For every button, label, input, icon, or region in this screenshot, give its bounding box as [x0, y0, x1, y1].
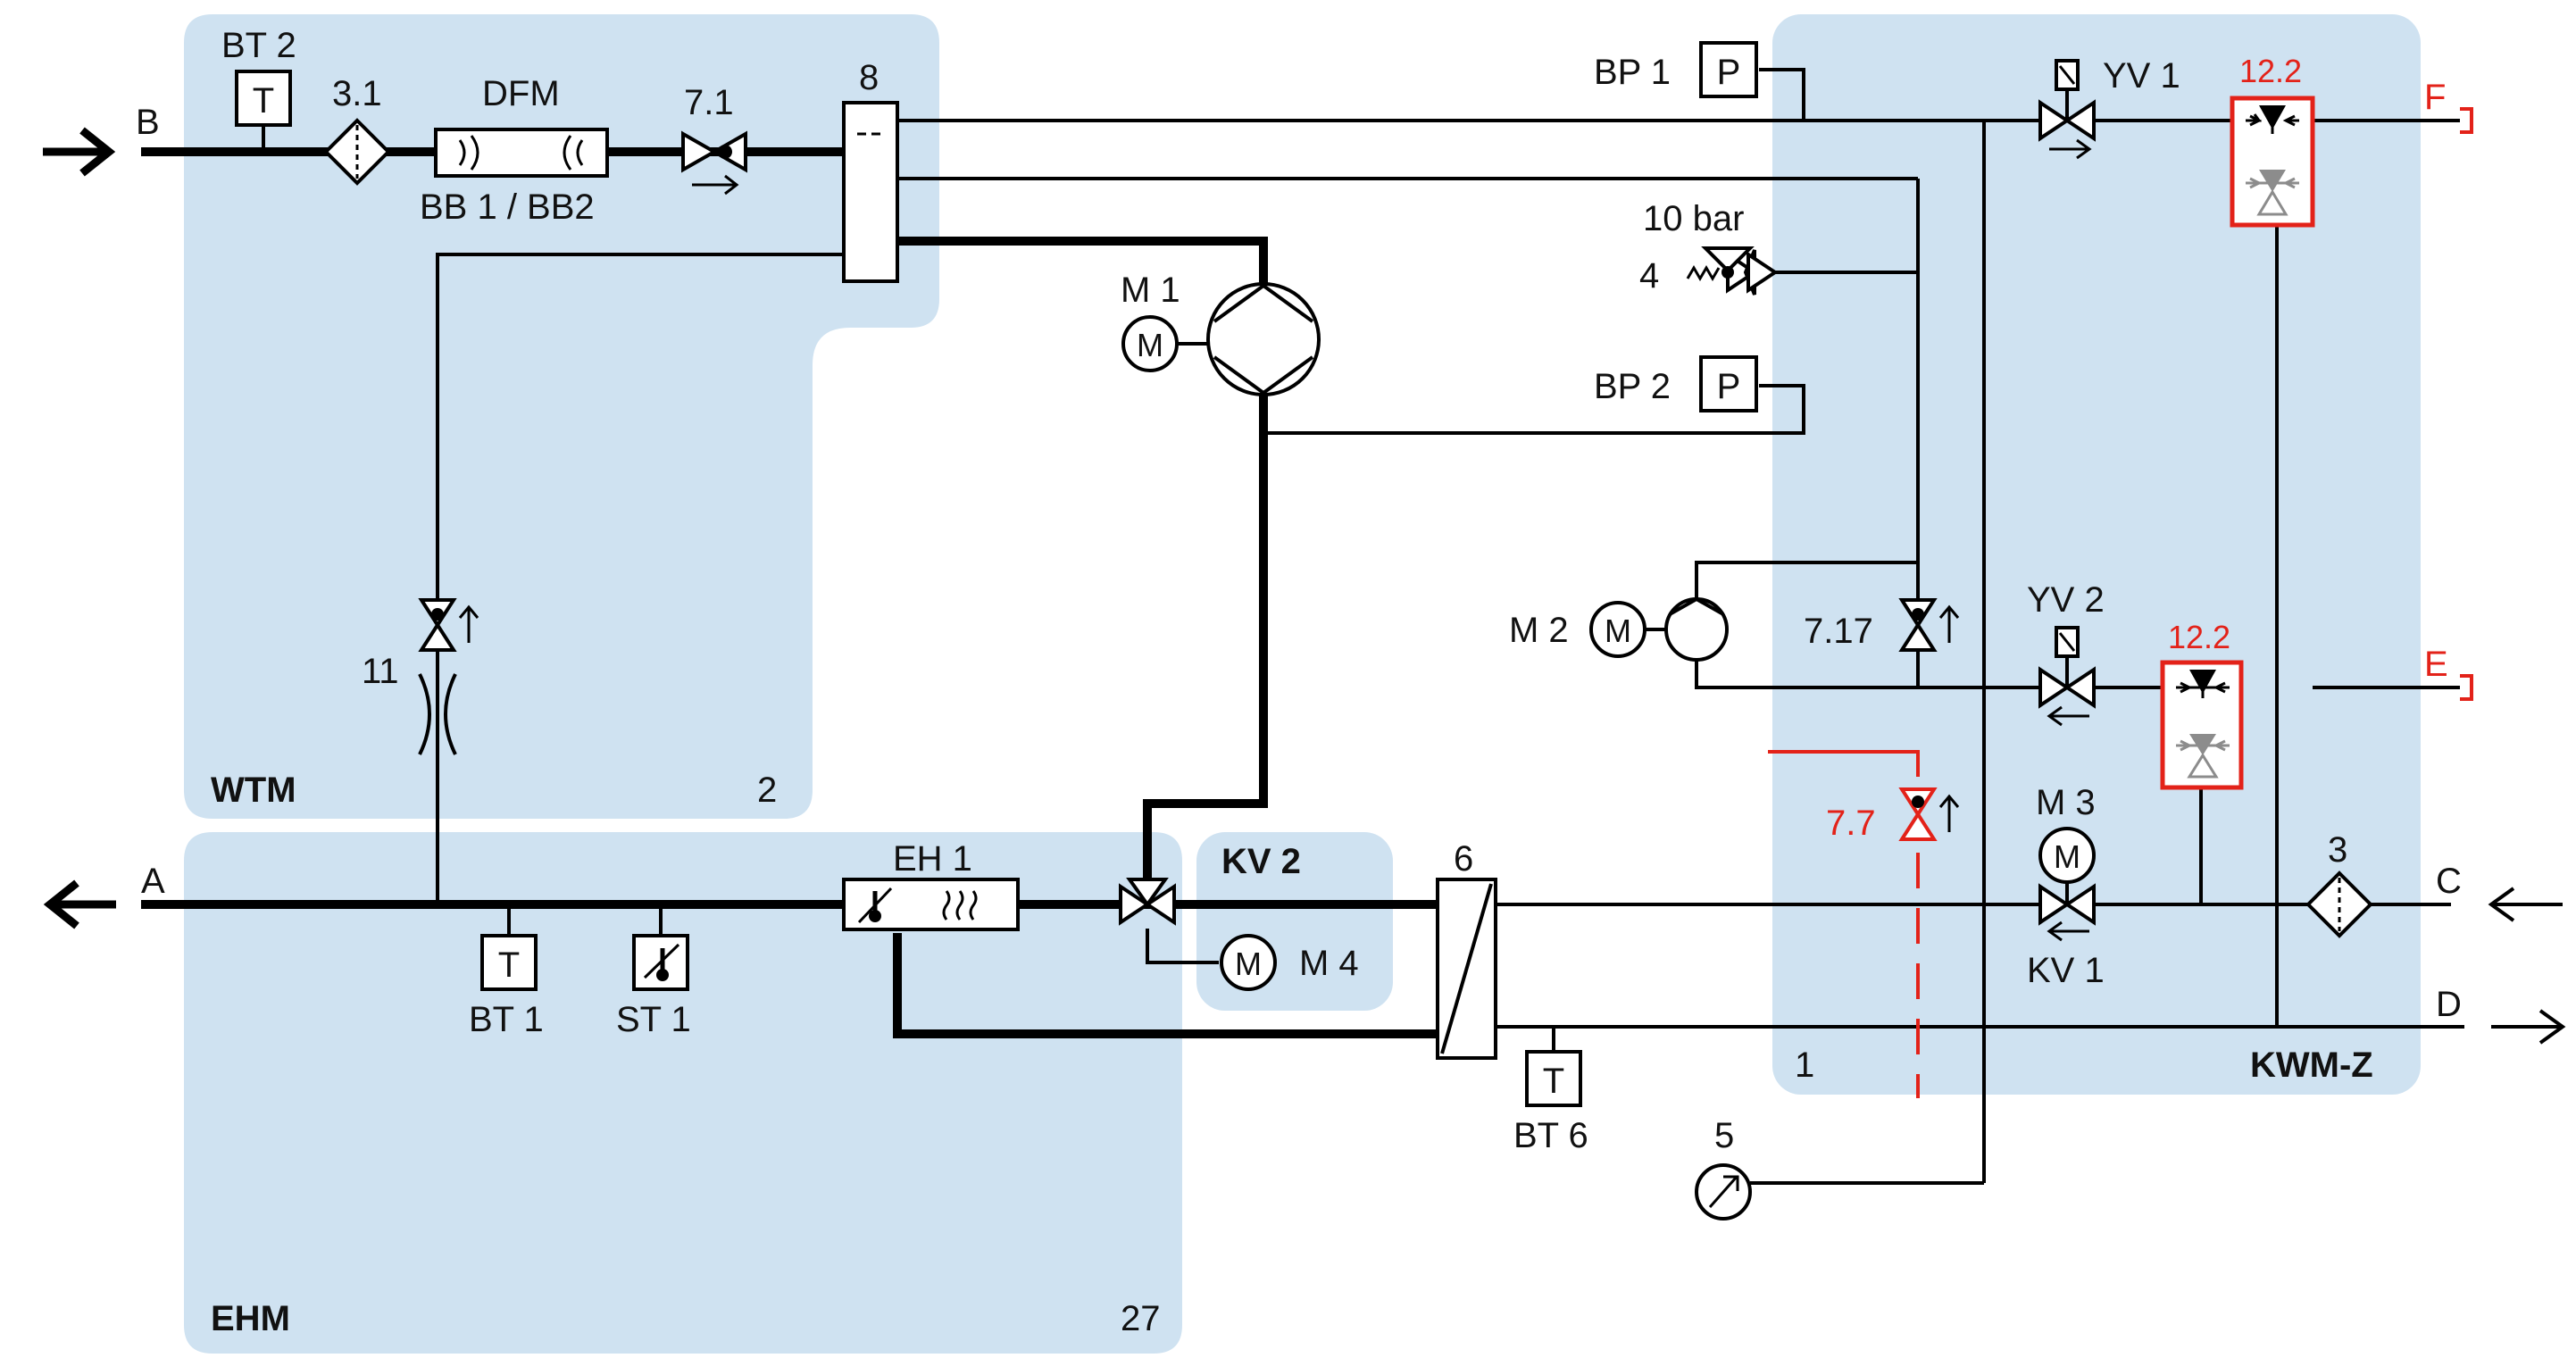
- svg-text:P: P: [1717, 53, 1741, 92]
- inlet-c-arrow-icon: [2488, 887, 2563, 922]
- kwmz-zone-name: KWM-Z: [2250, 1046, 2373, 1085]
- svg-text:M: M: [1137, 327, 1163, 363]
- check-valve-12-2-mid-label: 12.2: [2168, 619, 2230, 655]
- filter-3-icon: [2305, 871, 2373, 938]
- ehm-zone-name: EHM: [211, 1299, 290, 1338]
- pump-m1-icon: [1177, 282, 1321, 396]
- svg-text:T: T: [1543, 1062, 1564, 1101]
- zones: WTM 2 EHM 27 KV 2 KWM-Z 1: [184, 14, 2421, 1354]
- valve-7-7-label: 7.7: [1826, 804, 1876, 843]
- dfm-label: DFM: [482, 74, 560, 113]
- yv1-label: YV 1: [2103, 56, 2180, 96]
- outlet-d-arrow-icon: [2491, 1009, 2566, 1045]
- wtm-zone-name: WTM: [211, 771, 296, 810]
- m3-label: M 3: [2036, 783, 2096, 822]
- bp1-label: BP 1: [1594, 53, 1671, 92]
- temperature-sensor-bt1: T: [480, 904, 538, 991]
- ports: B A C D F E: [43, 78, 2566, 1045]
- filter-3-1-label: 3.1: [332, 74, 382, 113]
- three-way-valve-kv2-icon: [1119, 878, 1176, 926]
- pump-m2-icon: [1646, 596, 1729, 662]
- gauge-5-label: 5: [1714, 1116, 1734, 1155]
- pressure-sensor-bp2: P: [1699, 355, 1758, 412]
- kv2-zone-name: KV 2: [1221, 842, 1301, 881]
- port-d-label: D: [2436, 985, 2462, 1024]
- check-valve-block-12-2-top: [2230, 96, 2315, 228]
- port-e-label: E: [2424, 645, 2448, 684]
- balancing-valve-7-1-icon: [681, 130, 747, 196]
- temperature-sensor-bt6: T: [1525, 1050, 1582, 1107]
- solenoid-valve-yv1-icon: [2038, 59, 2096, 160]
- check-valve-7-7-icon: [1898, 787, 1960, 841]
- svg-text:M: M: [1605, 612, 1631, 649]
- valve-7-1-label: 7.1: [684, 83, 734, 122]
- inlet-b-arrow-icon: [43, 127, 116, 177]
- port-f-label: F: [2424, 78, 2446, 117]
- safety-relief-valve-4-icon: [1686, 246, 1779, 296]
- solenoid-valve-yv2-icon: [2038, 626, 2096, 727]
- check-valve-11-icon: [418, 598, 479, 652]
- port-b-label: B: [136, 103, 160, 142]
- kwmz-zone: [1772, 14, 2421, 1095]
- motor-m2-icon: M: [1589, 601, 1646, 658]
- pipes: [141, 68, 2464, 1185]
- svg-text:M: M: [1235, 946, 1262, 982]
- valve-11-label: 11: [362, 652, 399, 691]
- bt1-label: BT 1: [469, 1000, 544, 1039]
- filter-3-label: 3: [2328, 830, 2347, 870]
- temperature-sensor-bt2: T: [235, 70, 292, 152]
- bp2-label: BP 2: [1594, 367, 1671, 406]
- check-valve-block-12-2-mid: [2160, 660, 2244, 790]
- hx-6-label: 6: [1454, 839, 1473, 879]
- outlet-a-arrow-icon: [43, 879, 116, 929]
- port-f-cap-icon: [2460, 107, 2473, 134]
- flow-meter-dfm-icon: [434, 128, 609, 178]
- relief-4-label: 4: [1639, 256, 1659, 296]
- kwmz-zone-number: 1: [1795, 1046, 1814, 1085]
- exchanger-8-label: 8: [859, 58, 879, 97]
- heat-exchanger-6: [1436, 878, 1497, 1060]
- port-c-label: C: [2436, 862, 2462, 901]
- kv1-label: KV 1: [2027, 951, 2105, 990]
- wtm-zone-number: 2: [757, 771, 777, 810]
- m2-label: M 2: [1509, 611, 1569, 650]
- port-a-label: A: [141, 862, 165, 901]
- st1-label: ST 1: [616, 1000, 691, 1039]
- valve-7-17-label: 7.17: [1804, 612, 1873, 651]
- control-valve-kv1-icon: [2038, 882, 2096, 942]
- pressure-sensor-bp1: P: [1699, 41, 1758, 98]
- plate-exchanger-8: [842, 101, 899, 283]
- electric-heater-eh1: [842, 878, 1020, 931]
- check-valve-12-2-top-label: 12.2: [2239, 53, 2302, 89]
- safety-thermostat-st1-icon: [632, 904, 689, 991]
- relief-pressure-label: 10 bar: [1643, 199, 1744, 238]
- motor-m3-icon: M: [2038, 827, 2096, 884]
- orifice-11-icon: [418, 673, 457, 755]
- motor-m4-icon: M: [1220, 934, 1277, 991]
- svg-text:T: T: [253, 81, 274, 121]
- ehm-zone: [184, 832, 1182, 1354]
- pressure-gauge-5-icon: [1695, 1163, 1752, 1221]
- ehm-zone-number: 27: [1121, 1299, 1161, 1338]
- bb-label: BB 1 / BB2: [420, 187, 595, 227]
- filter-3-1-icon: [323, 118, 391, 186]
- svg-text:T: T: [498, 946, 520, 985]
- svg-text:P: P: [1717, 367, 1741, 406]
- svg-text:M: M: [2054, 838, 2080, 875]
- bt6-label: BT 6: [1513, 1116, 1588, 1155]
- m1-label: M 1: [1121, 271, 1180, 310]
- check-valve-7-17-icon: [1898, 598, 1960, 652]
- yv2-label: YV 2: [2027, 580, 2105, 620]
- port-e-cap-icon: [2460, 674, 2473, 701]
- eh1-label: EH 1: [893, 839, 972, 879]
- wtm-zone: [184, 14, 939, 819]
- motor-m1-icon: M: [1121, 315, 1179, 372]
- bt2-label: BT 2: [221, 26, 296, 65]
- m4-label: M 4: [1299, 944, 1359, 983]
